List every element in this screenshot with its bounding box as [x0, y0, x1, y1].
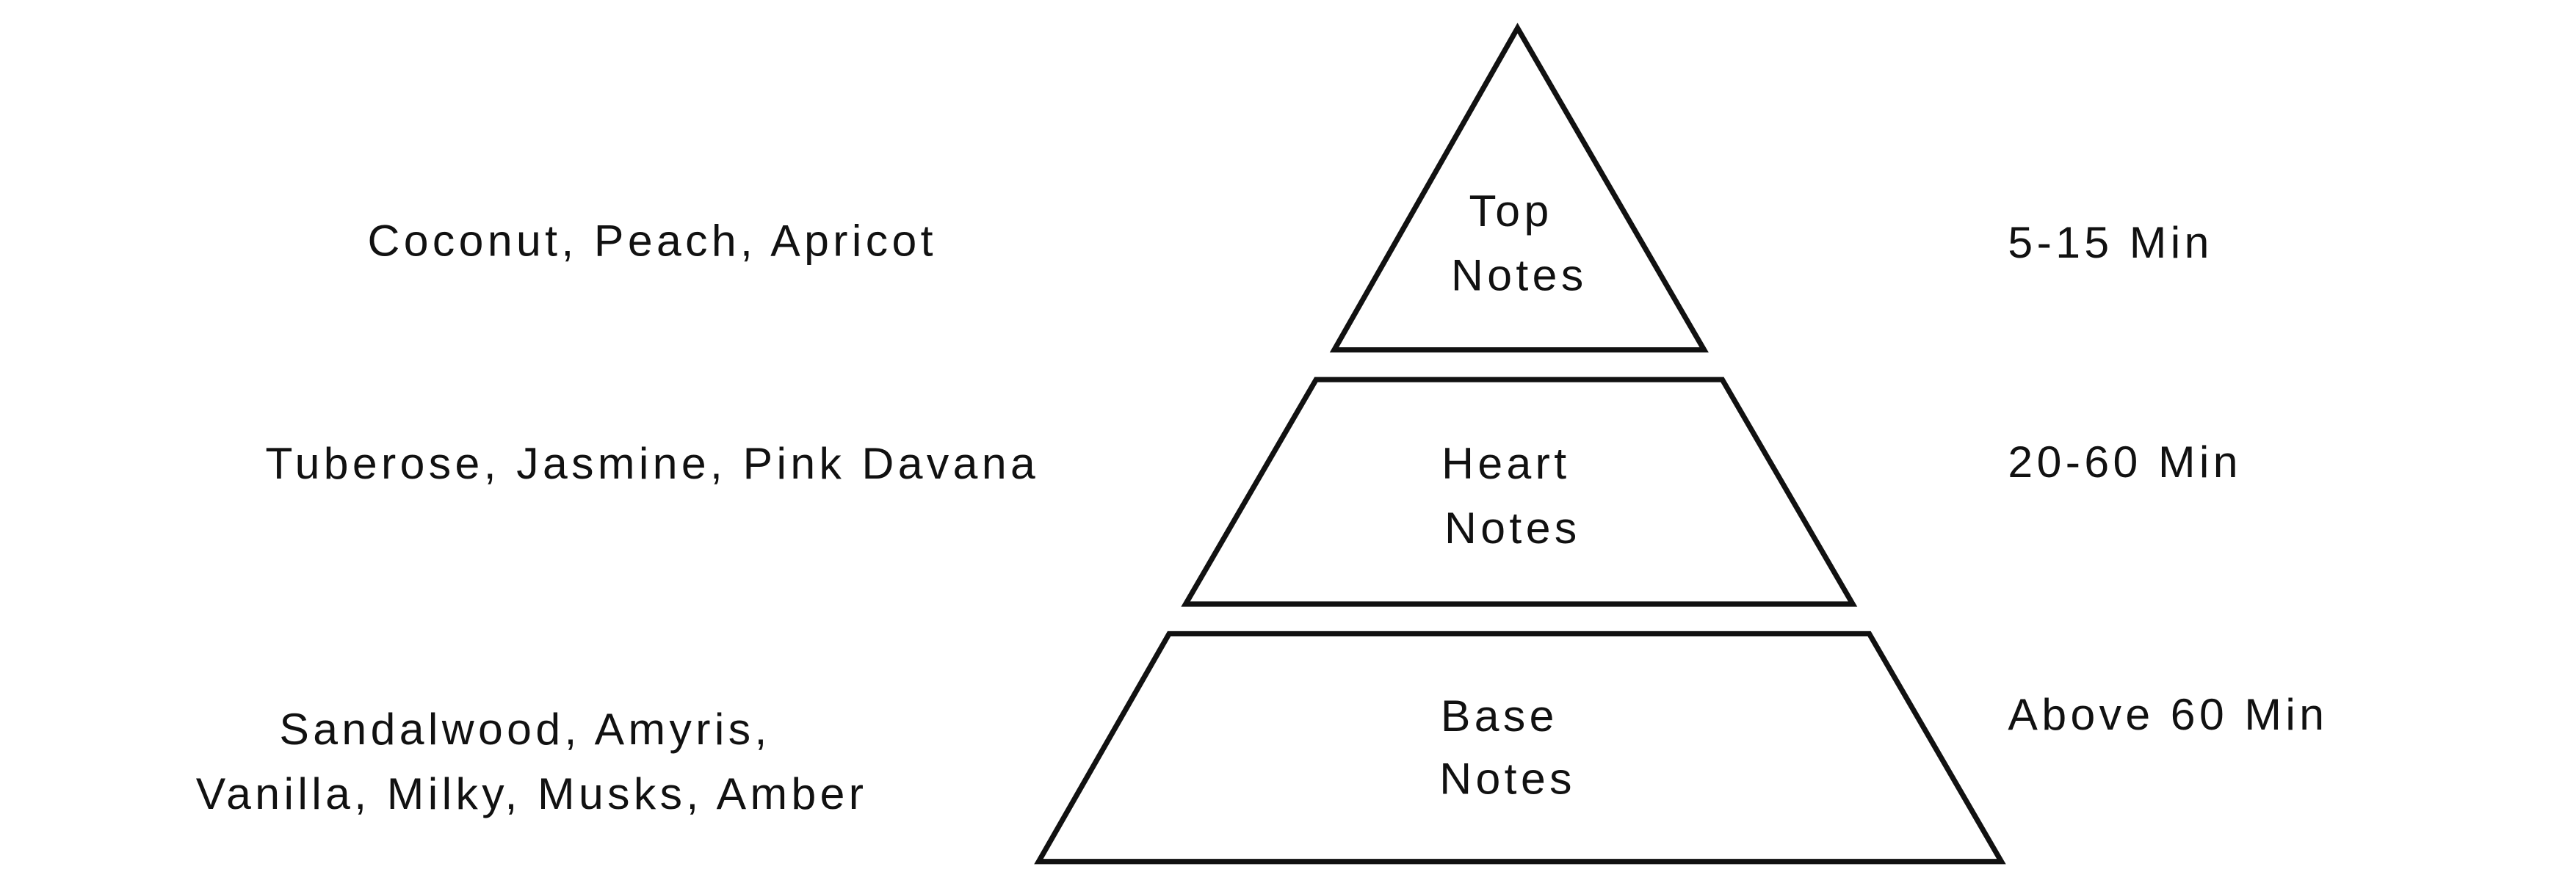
duration-label: Above 60 Min	[2008, 689, 2328, 739]
tier-top: Top Notes Coconut, Peach, Apricot 5-15 M…	[368, 23, 2213, 353]
base-notes-trapezoid	[1034, 631, 2006, 865]
top-notes-triangle	[1329, 23, 1709, 353]
ingredients-label-line1: Sandalwood, Amyris,	[279, 704, 770, 754]
tier-name-line1: Top	[1469, 186, 1553, 236]
duration-label: 5-15 Min	[2008, 217, 2213, 267]
tier-name-line2: Notes	[1444, 503, 1581, 553]
tier-name-line2: Notes	[1451, 250, 1588, 300]
heart-notes-trapezoid	[1181, 377, 1858, 607]
tier-base: Base Notes Sandalwood, Amyris, Vanilla, …	[196, 631, 2328, 865]
ingredients-label: Coconut, Peach, Apricot	[368, 216, 937, 266]
duration-label: 20-60 Min	[2008, 437, 2242, 487]
ingredients-label: Tuberose, Jasmine, Pink Davana	[265, 438, 1039, 488]
tier-name-line1: Heart	[1441, 438, 1570, 488]
ingredients-label-line2: Vanilla, Milky, Musks, Amber	[196, 768, 868, 818]
tier-name-line2: Notes	[1439, 754, 1576, 804]
tier-heart: Heart Notes Tuberose, Jasmine, Pink Dava…	[265, 377, 2242, 607]
tier-name-line1: Base	[1441, 691, 1558, 741]
